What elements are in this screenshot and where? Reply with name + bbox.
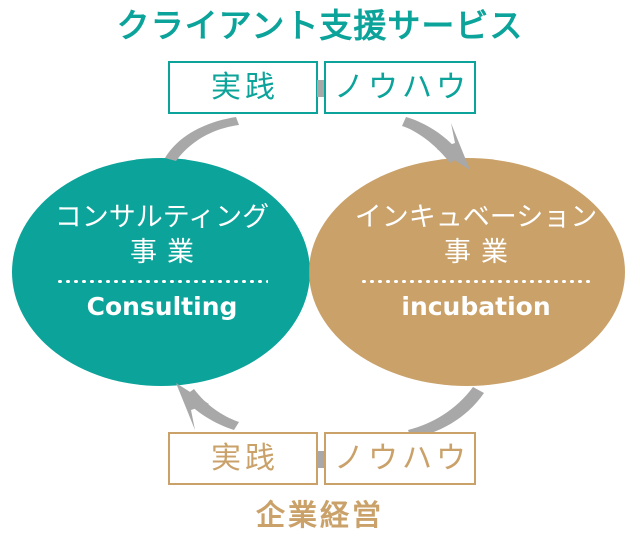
bottom-box-connector — [317, 451, 324, 468]
top-box-practice[interactable]: 実践 — [168, 61, 318, 114]
consulting-divider — [56, 280, 268, 283]
arrow-top-right — [402, 117, 470, 170]
incubation-jp-line2: 事業 — [444, 237, 518, 268]
consulting-en-label: Consulting — [86, 292, 238, 321]
arrow-bottom-left — [176, 383, 239, 430]
incubation-divider — [360, 280, 592, 283]
page-title-top: クライアント支援サービス — [116, 6, 524, 45]
top-box-knowhow[interactable]: ノウハウ — [324, 61, 476, 114]
top-box-connector — [317, 80, 324, 97]
incubation-jp-line1: インキュベーション — [354, 202, 598, 233]
consulting-jp-line2: 事業 — [130, 237, 204, 268]
bottom-box-knowhow[interactable]: ノウハウ — [324, 432, 476, 485]
consulting-ellipse[interactable] — [12, 158, 310, 386]
arrow-top-left-tail — [165, 117, 239, 161]
bottom-box-practice[interactable]: 実践 — [168, 432, 318, 485]
consulting-label-group: コンサルティング 事業 Consulting — [22, 200, 302, 322]
arrow-bottom-right-tail — [408, 387, 484, 438]
consulting-jp-line1: コンサルティング — [54, 202, 270, 233]
page-title-bottom: 企業経営 — [255, 498, 384, 532]
incubation-en-label: incubation — [401, 292, 551, 321]
incubation-ellipse[interactable] — [309, 158, 625, 386]
incubation-label-group: インキュベーション 事業 incubation — [332, 200, 620, 322]
